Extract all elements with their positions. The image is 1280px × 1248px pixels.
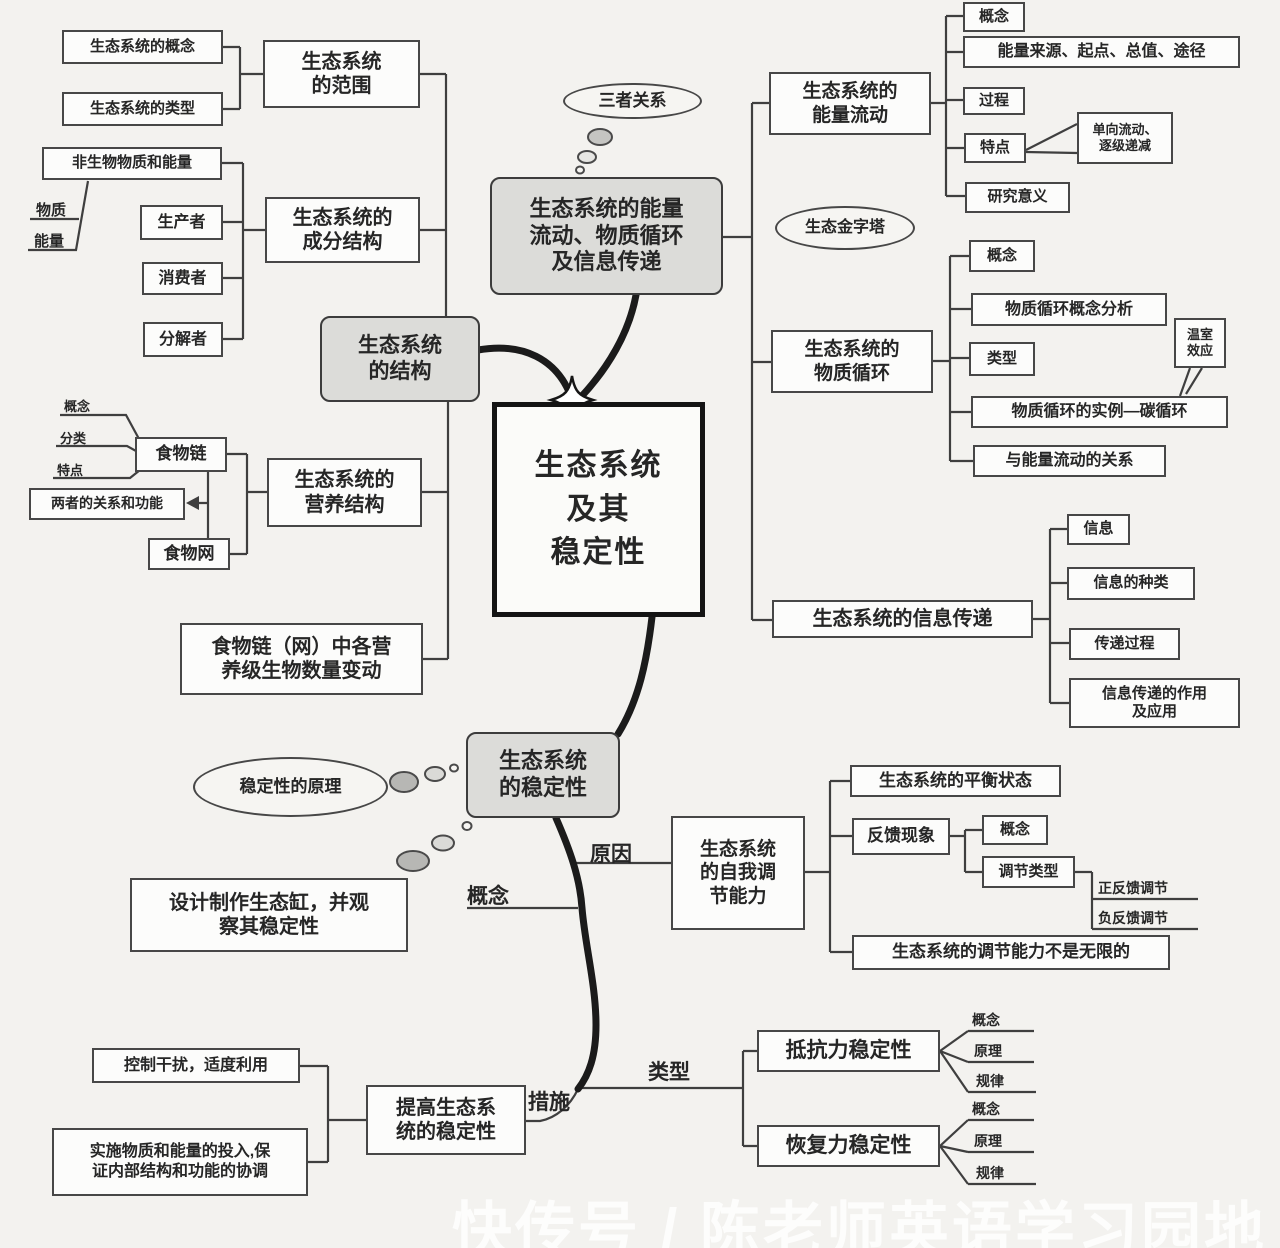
node-improve-stability: 提高生态系 统的稳定性 [366,1085,526,1155]
note-resilience-concept: 概念 [972,1101,1000,1117]
cloud-three-relations: 三者关系 [563,83,702,119]
node-energy-process: 过程 [963,87,1025,115]
node-info-process: 传递过程 [1069,628,1180,660]
node-energy-hub: 生态系统的 能量流动 [769,72,931,135]
node-feedback: 反馈现象 [852,818,950,855]
label-reason: 原因 [590,843,632,866]
note-resistance-principle: 原理 [974,1043,1002,1059]
node-abiotic: 非生物物质和能量 [42,147,222,180]
node-energy-meaning: 研究意义 [965,182,1070,213]
node-feedback-concept: 概念 [982,815,1048,845]
note-chain-classification: 分类 [60,431,87,446]
node-info-role: 信息传递的作用 及应用 [1069,678,1240,728]
node-ecosystem-scope: 生态系统 的范围 [263,40,420,108]
label-concept: 概念 [467,885,509,908]
node-ecosystem-concept: 生态系统的概念 [62,30,223,64]
node-matter-analysis: 物质循环概念分析 [971,293,1167,326]
node-not-unlimited: 生态系统的调节能力不是无限的 [852,935,1170,970]
node-energy-feature: 特点 [964,133,1026,163]
node-matter-energy-relation: 与能量流动的关系 [973,445,1166,477]
node-info: 信息 [1067,514,1130,545]
node-energy-source: 能量来源、起点、总值、途径 [963,36,1240,68]
note-resilience-law: 规律 [976,1165,1004,1181]
cloud-eco-pyramid: 生态金字塔 [775,206,915,250]
node-feedback-type: 调节类型 [982,856,1075,888]
node-stability-hub: 生态系统 的稳定性 [466,732,620,818]
node-energy-feature-note: 单向流动、 逐级递减 [1077,112,1173,164]
node-info-hub: 生态系统的信息传递 [772,600,1033,638]
node-central-topic: 生态系统 及其 稳定性 [492,402,705,617]
node-resistance-stability: 抵抗力稳定性 [757,1030,940,1072]
node-self-regulation-hub: 生态系统 的自我调 节能力 [671,816,805,930]
node-info-kinds: 信息的种类 [1067,567,1195,600]
node-quantity-change: 食物链（网）中各营 养级生物数量变动 [180,623,423,695]
note-positive-feedback: 正反馈调节 [1098,880,1168,896]
node-resilience-stability: 恢复力稳定性 [757,1125,940,1167]
note-resilience-principle: 原理 [974,1133,1002,1149]
node-components-hub: 生态系统的 成分结构 [265,197,420,263]
node-matter-type: 类型 [969,342,1035,376]
label-measures: 措施 [528,1091,570,1114]
node-decomposer: 分解者 [143,322,223,357]
node-food-web: 食物网 [148,538,230,570]
node-control-disturbance: 控制干扰，适度利用 [92,1048,300,1083]
node-energy-concept: 概念 [963,2,1025,32]
node-food-chain: 食物链 [135,437,227,472]
node-trophic-hub: 生态系统的 营养结构 [267,458,422,527]
node-ecotank: 设计制作生态缸，并观 察其稳定性 [130,878,408,952]
node-balance-state: 生态系统的平衡状态 [850,765,1061,797]
node-matter-hub: 生态系统的 物质循环 [771,330,933,393]
note-chain-concept: 概念 [64,399,91,414]
node-structure-hub: 生态系统 的结构 [320,316,480,402]
note-chain-feature: 特点 [57,463,84,478]
note-matter: 物质 [36,202,67,219]
node-producer: 生产者 [140,205,223,240]
node-greenhouse-effect: 温室 效应 [1174,318,1226,368]
node-function-hub: 生态系统的能量 流动、物质循环 及信息传递 [490,177,723,295]
note-energy: 能量 [34,233,65,250]
cloud-stability-principle: 稳定性的原理 [193,757,388,817]
node-matter-concept: 概念 [969,240,1035,272]
node-chain-web-relation: 两者的关系和功能 [29,488,185,520]
label-types: 类型 [648,1061,690,1084]
node-invest-matter-energy: 实施物质和能量的投入,保 证内部结构和功能的协调 [52,1128,308,1196]
note-resistance-concept: 概念 [972,1012,1000,1028]
node-carbon-cycle: 物质循环的实例—碳循环 [971,396,1228,428]
node-consumer: 消费者 [142,262,223,295]
note-negative-feedback: 负反馈调节 [1098,910,1168,926]
note-resistance-law: 规律 [976,1073,1004,1089]
node-ecosystem-type: 生态系统的类型 [62,92,223,126]
